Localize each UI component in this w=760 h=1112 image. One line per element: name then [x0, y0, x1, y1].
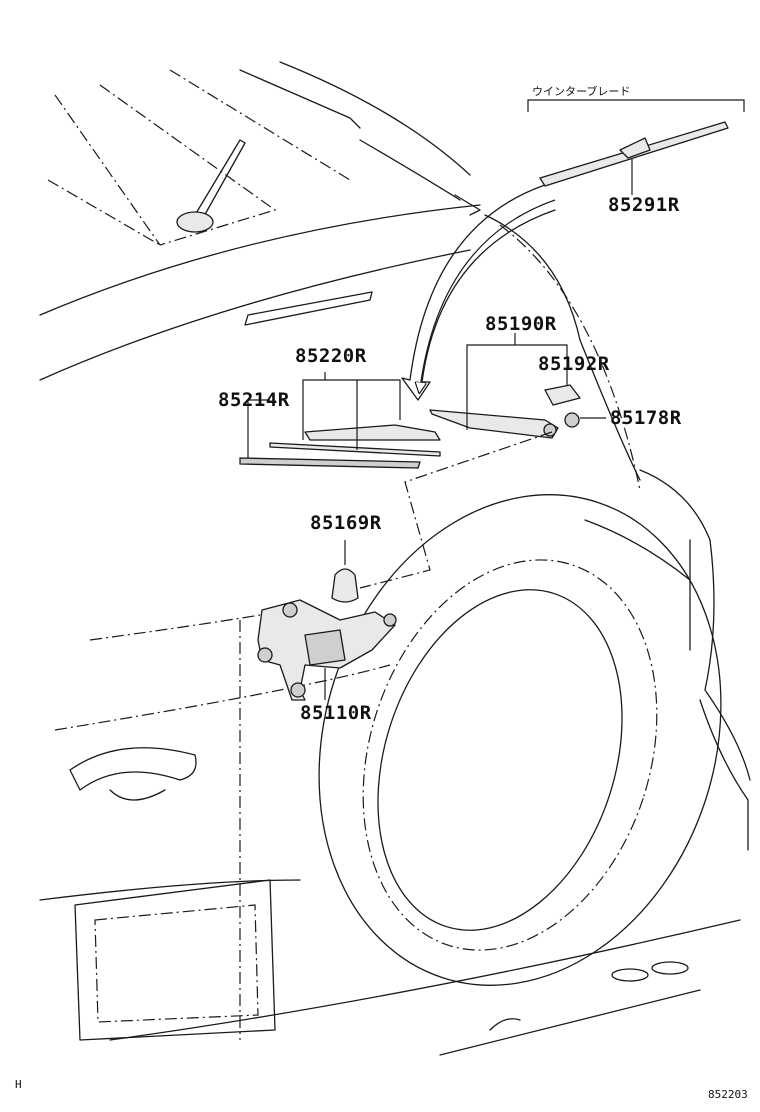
part-label-85214r: 85214R	[218, 389, 290, 411]
part-label-85220r: 85220R	[295, 345, 367, 367]
winter-blade-85291r	[539, 121, 729, 195]
winter-blade-bracket	[527, 99, 745, 112]
roof-antenna	[176, 139, 246, 233]
spare-tire-cover	[318, 494, 722, 986]
grommet-85169r	[331, 540, 359, 603]
diagram-id: 852203	[708, 1088, 748, 1101]
footer-left-mark: H	[15, 1078, 22, 1091]
part-label-85291r: 85291R	[608, 194, 680, 216]
arm-cap-85192r	[544, 384, 581, 406]
winter-blade-note: ウインターブレード	[532, 85, 631, 98]
part-label-85178r: 85178R	[610, 407, 682, 429]
wiper-arm-85190r	[429, 333, 568, 439]
vehicle-body-outline	[39, 61, 751, 1056]
part-label-85190r: 85190R	[485, 313, 557, 335]
part-label-85192r: 85192R	[538, 353, 610, 375]
installation-arrow	[420, 199, 556, 388]
part-label-85110r: 85110R	[300, 702, 372, 724]
wiper-motor-85110r	[257, 599, 397, 701]
wiper-blade-85220r	[239, 372, 441, 469]
part-label-85169r: 85169R	[310, 512, 382, 534]
nut-85178r	[564, 412, 606, 428]
